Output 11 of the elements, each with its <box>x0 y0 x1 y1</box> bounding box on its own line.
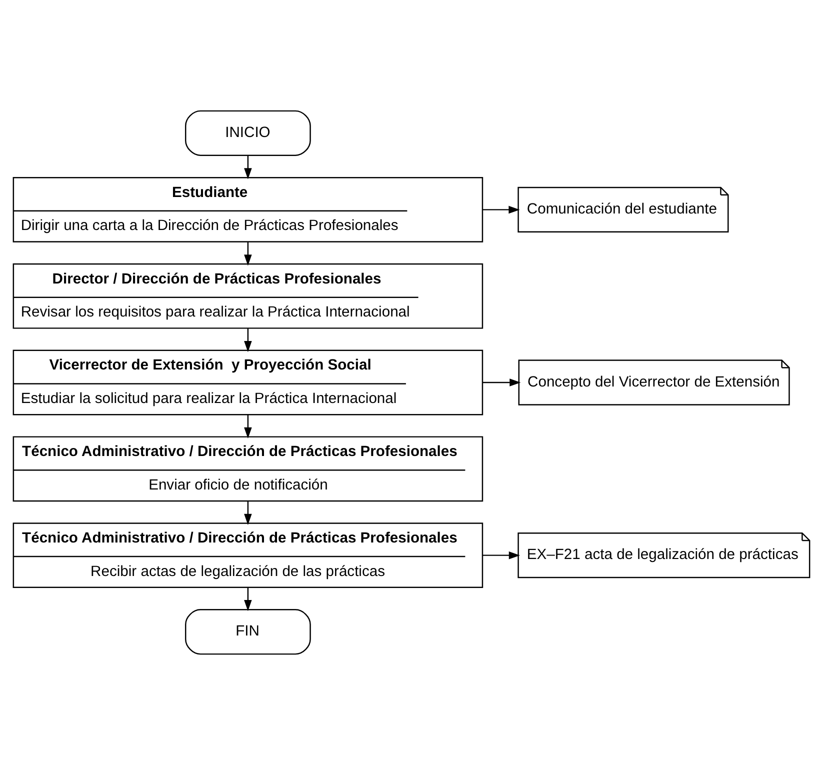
arrow <box>482 378 521 386</box>
arrow <box>244 328 252 352</box>
node-box: INICIO <box>185 110 311 156</box>
node-box: FIN <box>185 608 311 654</box>
arrow <box>244 242 252 266</box>
arrow <box>244 154 252 179</box>
arrow <box>244 414 252 438</box>
arrow <box>482 550 520 559</box>
arrow <box>244 500 252 524</box>
arrow <box>244 587 252 611</box>
arrow <box>482 205 520 214</box>
